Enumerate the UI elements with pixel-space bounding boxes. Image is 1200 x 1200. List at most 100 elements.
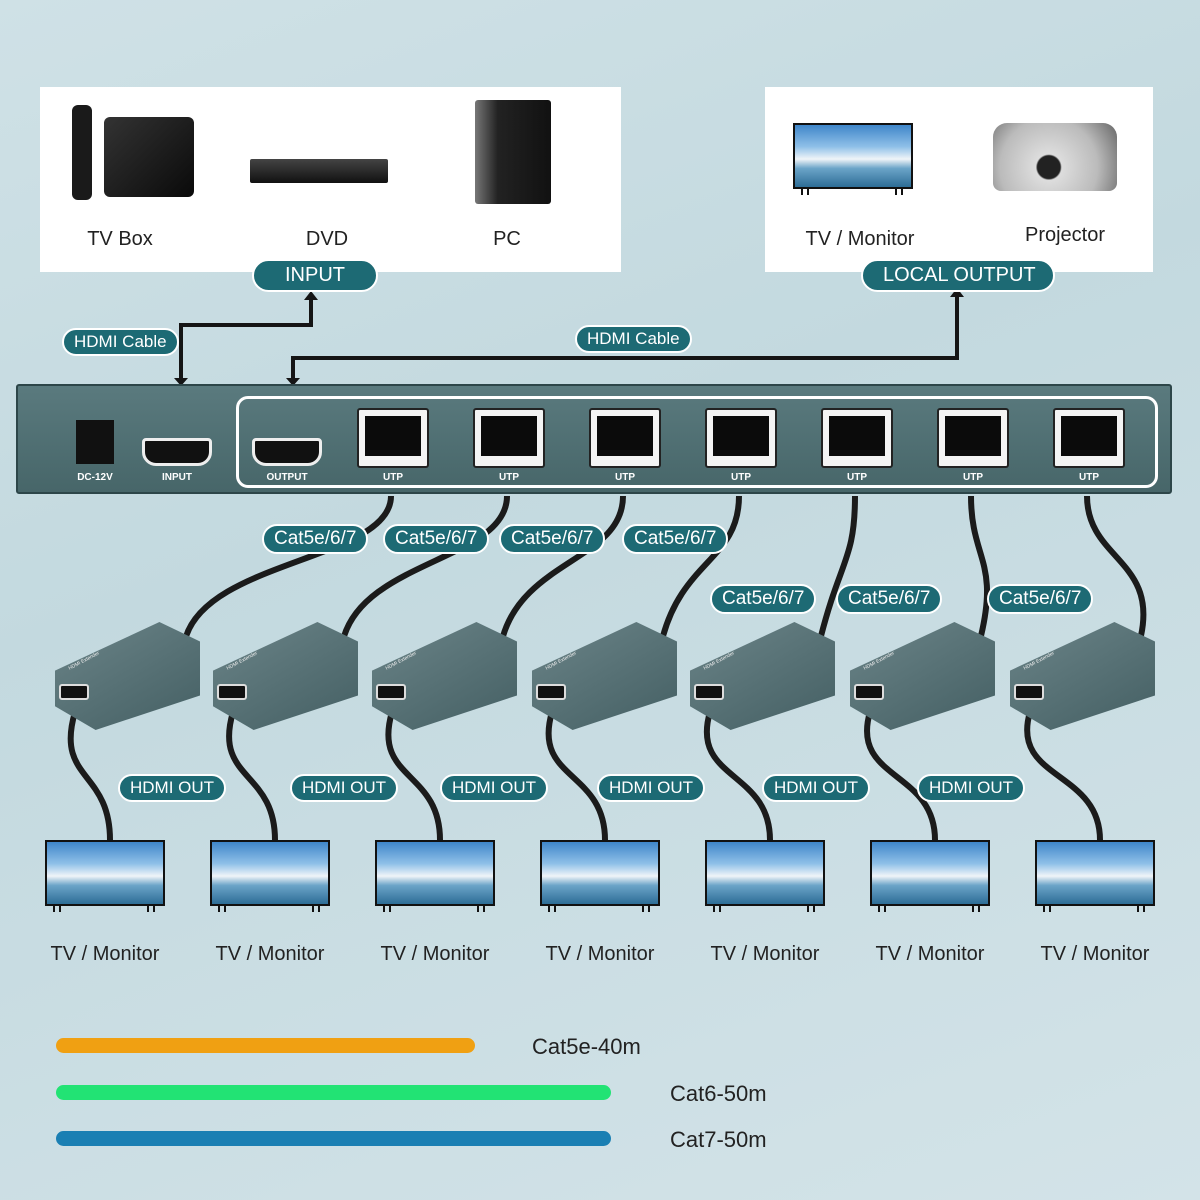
- arrow-up-icon: [304, 291, 318, 300]
- utp-port-label: UTP: [383, 472, 403, 483]
- hdmi-extender-receiver: HDMI Extender: [690, 622, 835, 730]
- cable-distance-bar: [56, 1131, 611, 1146]
- input-badge: INPUT: [252, 259, 378, 292]
- tv-monitor-icon: [540, 840, 660, 914]
- utp-port: [357, 408, 429, 468]
- tv-monitor-icon: [210, 840, 330, 914]
- projector-icon: [993, 123, 1117, 191]
- hdmi-out-label: HDMI OUT: [762, 774, 871, 802]
- hdmi-extender-receiver: HDMI Extender: [850, 622, 995, 730]
- cable-distance-label: Cat5e-40m: [532, 1034, 641, 1059]
- pc-tower-icon: [475, 100, 551, 204]
- cat-cable: [968, 495, 990, 641]
- utp-port: [821, 408, 893, 468]
- utp-port: [1053, 408, 1125, 468]
- hdmi-port: [376, 684, 406, 700]
- output-port-label: OUTPUT: [266, 472, 308, 483]
- utp-port-label: UTP: [731, 472, 751, 483]
- tv-monitor-label: TV / Monitor: [710, 943, 820, 965]
- dvd-label: DVD: [305, 228, 349, 250]
- tv-monitor-label: TV / Monitor: [1040, 943, 1150, 965]
- hdmi-out-cable: [703, 711, 773, 841]
- hdmi-out-label: HDMI OUT: [440, 774, 549, 802]
- remote-icon: [72, 105, 92, 200]
- utp-port-label: UTP: [847, 472, 867, 483]
- cat-cable: [659, 495, 742, 641]
- hdmi-port: [217, 684, 247, 700]
- cat-cable-label: Cat5e/6/7: [987, 584, 1094, 614]
- tv-monitor-label: TV / Monitor: [380, 943, 490, 965]
- cat-cable: [182, 495, 394, 641]
- hdmi-out-cable: [545, 711, 608, 841]
- local-output-panel: TV / Monitor Projector: [765, 87, 1153, 272]
- dc-power-jack-icon: [76, 420, 114, 464]
- cat-cable: [340, 495, 510, 641]
- tv-monitor-label: TV / Monitor: [805, 228, 915, 250]
- input-sources-panel: TV Box DVD PC: [40, 87, 621, 272]
- cable-distance-bar: [56, 1038, 475, 1053]
- tv-monitor-icon: [870, 840, 990, 914]
- hdmi-port: [694, 684, 724, 700]
- cat-cable-label: Cat5e/6/7: [836, 584, 943, 614]
- input-port-label: INPUT: [162, 472, 192, 483]
- hdmi-out-label: HDMI OUT: [290, 774, 399, 802]
- tv-monitor-label: TV / Monitor: [875, 943, 985, 965]
- cat-cable: [499, 495, 626, 641]
- hdmi-out-cable: [864, 711, 938, 841]
- cat-cable: [1084, 495, 1147, 641]
- cat-cable-label: Cat5e/6/7: [499, 524, 606, 554]
- hdmi-input-port: [142, 438, 212, 466]
- hdmi-extender-receiver: HDMI Extender: [213, 622, 358, 730]
- utp-port: [705, 408, 777, 468]
- utp-port-label: UTP: [1079, 472, 1099, 483]
- tv-icon: [793, 123, 913, 197]
- hdmi-port: [854, 684, 884, 700]
- tv-monitor-label: TV / Monitor: [215, 943, 325, 965]
- cable-distance-label: Cat7-50m: [670, 1127, 767, 1152]
- cable-distance-label: Cat6-50m: [670, 1081, 767, 1106]
- pc-label: PC: [493, 228, 521, 250]
- utp-port-label: UTP: [963, 472, 983, 483]
- hdmi-out-cables: [67, 711, 1103, 841]
- tv-monitor-icon: [705, 840, 825, 914]
- arrow-down-icon: [286, 378, 300, 386]
- utp-port: [589, 408, 661, 468]
- utp-port-label: UTP: [615, 472, 635, 483]
- local-output-badge: LOCAL OUTPUT: [861, 259, 1055, 292]
- hdmi-out-label: HDMI OUT: [118, 774, 227, 802]
- hdmi-cable-lines: [179, 295, 959, 380]
- hdmi-extender-receiver: HDMI Extender: [372, 622, 517, 730]
- output-hdmi-cable-label: HDMI Cable: [575, 325, 692, 353]
- tv-monitor-label: TV / Monitor: [50, 943, 160, 965]
- hdmi-out-cable: [385, 711, 443, 841]
- utp-port: [937, 408, 1009, 468]
- dc-port-label: DC-12V: [77, 472, 113, 483]
- input-hdmi-cable-label: HDMI Cable: [62, 328, 179, 356]
- cat-cable-label: Cat5e/6/7: [622, 524, 729, 554]
- input-cable-line: [179, 298, 313, 380]
- hdmi-splitter-device: DC-12V INPUT OUTPUT UTP UTP UTP UTP UTP UTP UT…: [16, 384, 1172, 494]
- arrow-up-icon: [950, 288, 964, 297]
- hdmi-out-cable: [67, 711, 113, 841]
- tv-monitor-icon: [45, 840, 165, 914]
- tv-box-icon: [104, 117, 194, 197]
- cat-cable-label: Cat5e/6/7: [262, 524, 369, 554]
- cable-distance-bar: [56, 1085, 611, 1100]
- hdmi-out-cable: [1024, 711, 1103, 841]
- utp-port-label: UTP: [499, 472, 519, 483]
- output-port-group: [236, 396, 1158, 488]
- hdmi-out-label: HDMI OUT: [597, 774, 706, 802]
- hdmi-port: [1014, 684, 1044, 700]
- dvd-player-icon: [250, 159, 388, 183]
- hdmi-extender-receiver: HDMI Extender: [1010, 622, 1155, 730]
- hdmi-out-cable: [226, 711, 278, 841]
- arrow-down-icon: [174, 378, 188, 386]
- hdmi-out-label: HDMI OUT: [917, 774, 1026, 802]
- cat-cable-label: Cat5e/6/7: [383, 524, 490, 554]
- hdmi-port: [59, 684, 89, 700]
- hdmi-extender-receiver: HDMI Extender: [55, 622, 200, 730]
- hdmi-port: [536, 684, 566, 700]
- output-cable-line: [291, 295, 959, 380]
- utp-port: [473, 408, 545, 468]
